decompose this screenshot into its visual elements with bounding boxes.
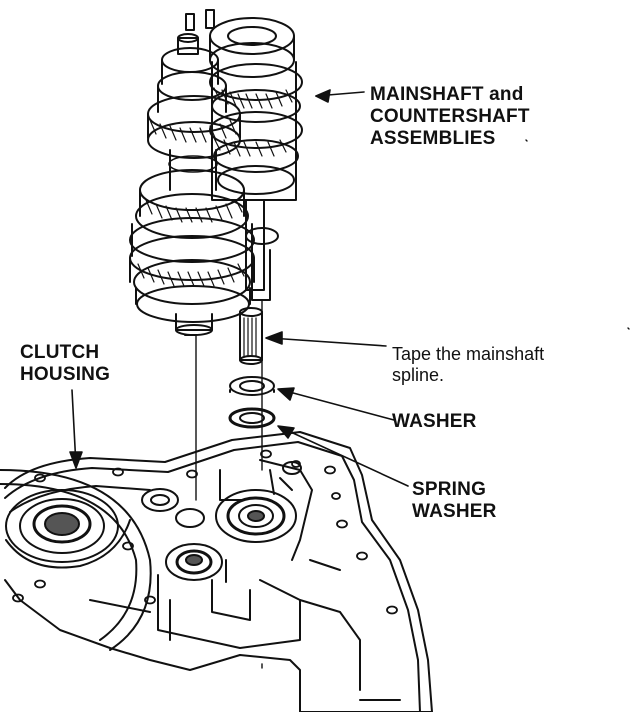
mainshaft-assembly [129,33,255,336]
leader-lines [69,89,409,487]
countershaft-bore [215,489,297,543]
washer-label: WASHER [392,411,477,433]
label-line: Tape the mainshaft [392,344,545,364]
housing-outline [4,431,433,712]
label-line: spline. [392,364,445,385]
label-line: MAINSHAFT and [370,84,524,105]
assemblies-label: MAINSHAFT and COUNTERSHAFT ASSEMBLIES [370,84,530,150]
spring-washer-part [228,407,276,429]
label-line: WASHER [412,501,497,523]
clutch-housing-label: CLUTCH HOUSING [20,342,110,386]
washer-part [229,376,275,396]
scan-specks [261,139,630,669]
mainshaft-bore [165,543,223,581]
arrowhead [315,89,331,103]
bolt-holes [12,449,398,615]
label-line: SPRING [412,479,487,500]
input-bore [5,489,119,563]
label-line: HOUSING [20,364,111,386]
spring-washer-label: SPRING WASHER [412,479,497,523]
label-line: WASHER [392,411,477,432]
mainshaft-spline [239,307,263,365]
clutch-housing [0,431,433,712]
label-line: ASSEMBLIES [370,128,496,150]
label-line: CLUTCH [20,342,100,363]
tape-spline-note: Tape the mainshaft spline. [392,344,544,386]
countershaft-assembly [185,9,303,301]
alignment-lines [195,299,263,501]
label-line: COUNTERSHAFT [370,106,530,128]
